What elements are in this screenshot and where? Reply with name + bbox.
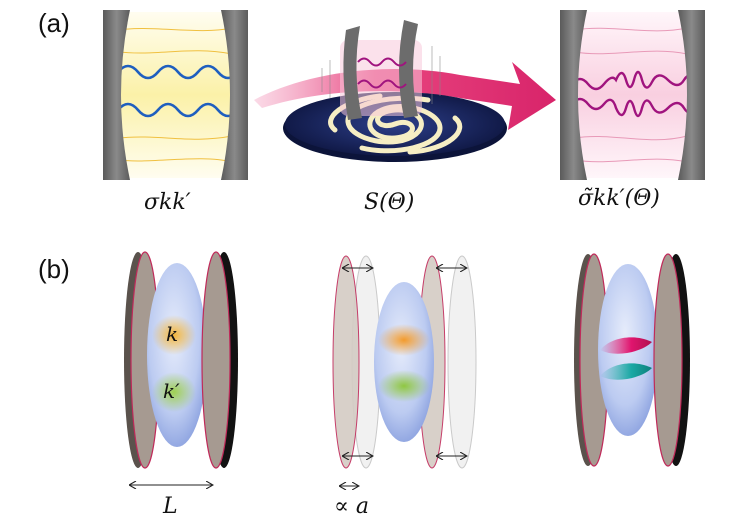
cavity-right-pink bbox=[560, 10, 705, 180]
mode-kprime-blob bbox=[152, 372, 196, 412]
wave-kprime-blue bbox=[117, 102, 239, 118]
plate-right-b3 bbox=[653, 253, 683, 467]
panel-label-b: (b) bbox=[38, 254, 70, 284]
plate-right-b1 bbox=[201, 251, 231, 469]
pink-arrow bbox=[254, 62, 556, 130]
mode-green-blob bbox=[378, 370, 430, 402]
cavity-b-left bbox=[124, 251, 238, 485]
mirror-right-a2 bbox=[678, 10, 705, 180]
wave-mixed-top bbox=[571, 70, 699, 91]
label-kprime: k′ bbox=[163, 379, 180, 403]
wave-mixed-bottom bbox=[571, 97, 699, 118]
cavity-left-yellow bbox=[103, 10, 248, 180]
twisted-mirror-right bbox=[399, 20, 418, 118]
mirror-left-a bbox=[103, 10, 130, 180]
scattering-illustration bbox=[254, 20, 556, 162]
mode-teal-blob bbox=[600, 363, 652, 380]
mode-k-blob bbox=[152, 315, 196, 355]
label-k: k bbox=[166, 322, 179, 346]
mirror-right-a bbox=[221, 10, 248, 180]
mode-magenta-blob bbox=[600, 337, 652, 354]
caption-sigma-tilde: σ̃kk′(Θ) bbox=[578, 186, 660, 211]
dimension-L-label: L bbox=[163, 494, 178, 519]
cavity-b-right bbox=[574, 253, 690, 467]
wave-k-blue bbox=[117, 64, 239, 80]
panel-label-a: (a) bbox=[38, 8, 70, 38]
caption-sigma: σkk′ bbox=[144, 190, 191, 215]
mode-orange-blob bbox=[378, 324, 430, 356]
dimension-a-label: ∝ a bbox=[334, 494, 369, 519]
caption-scattering: S(Θ) bbox=[364, 190, 415, 215]
cavity-b-middle bbox=[332, 255, 477, 486]
vacuum-ellipse-b1 bbox=[147, 263, 207, 447]
vacuum-ellipse-b2 bbox=[374, 282, 434, 442]
mirror-left-a2 bbox=[560, 10, 587, 180]
twisted-mirror-left bbox=[343, 26, 362, 120]
